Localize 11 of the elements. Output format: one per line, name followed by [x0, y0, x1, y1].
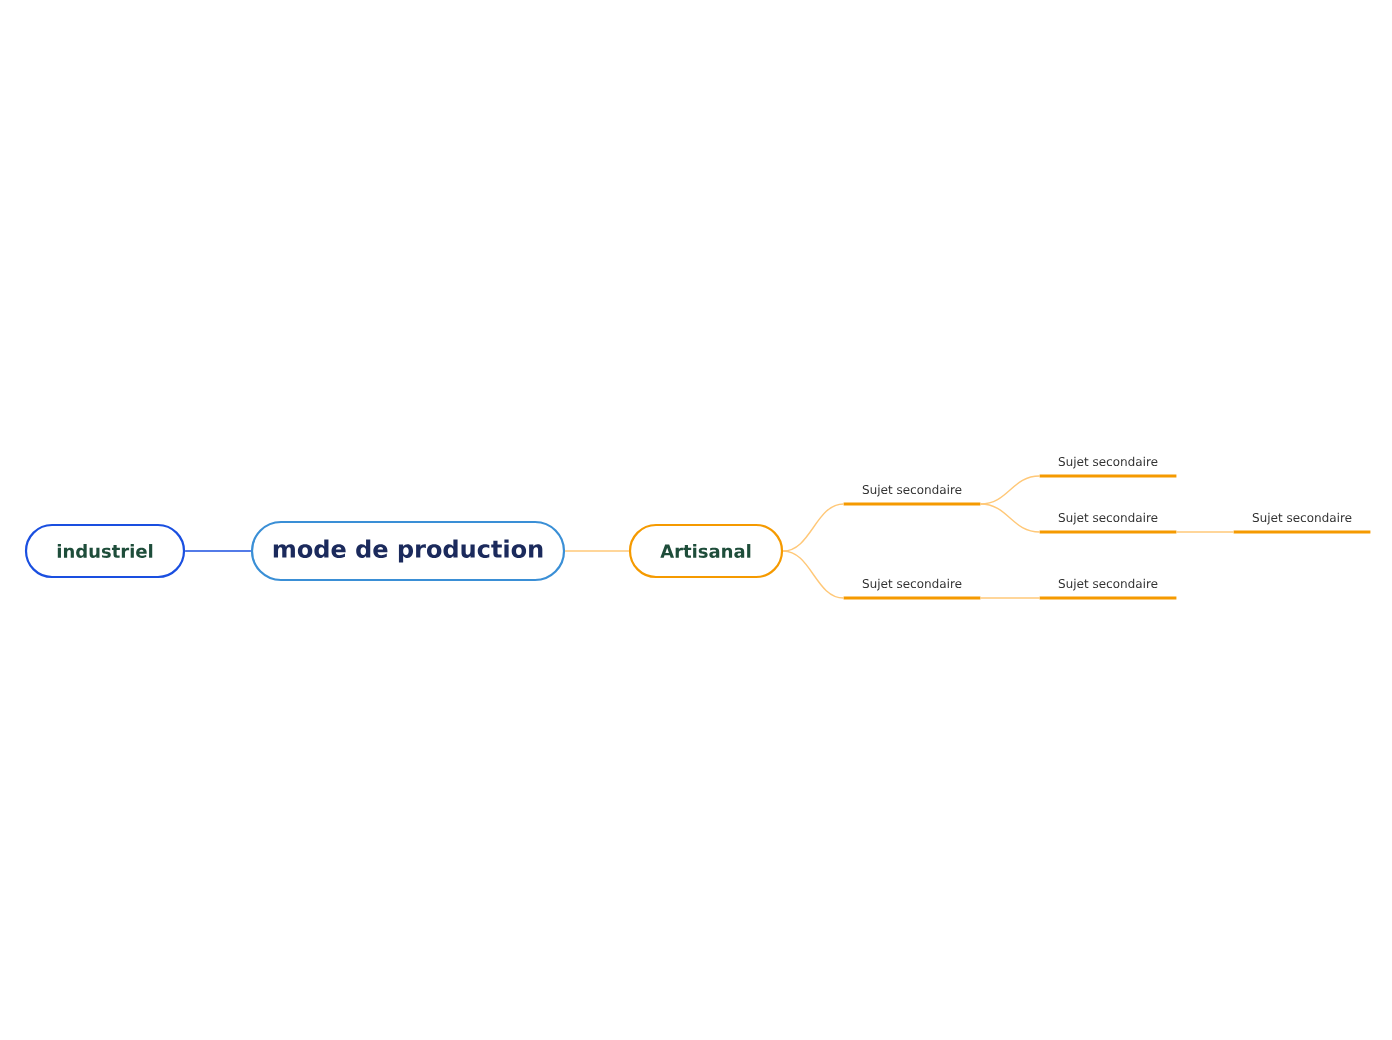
connector-line — [1175, 531, 1235, 533]
connector-line — [979, 597, 1041, 599]
connector-line — [979, 503, 1041, 533]
topic-box: industriel — [24, 523, 186, 579]
connector-line — [782, 503, 845, 552]
connector-line — [782, 550, 845, 599]
connector-line — [184, 550, 252, 552]
connector-line — [979, 475, 1041, 505]
connector-line — [564, 550, 630, 552]
topic-box: mode de production — [250, 520, 566, 582]
topic-box: Artisanal — [628, 523, 784, 579]
